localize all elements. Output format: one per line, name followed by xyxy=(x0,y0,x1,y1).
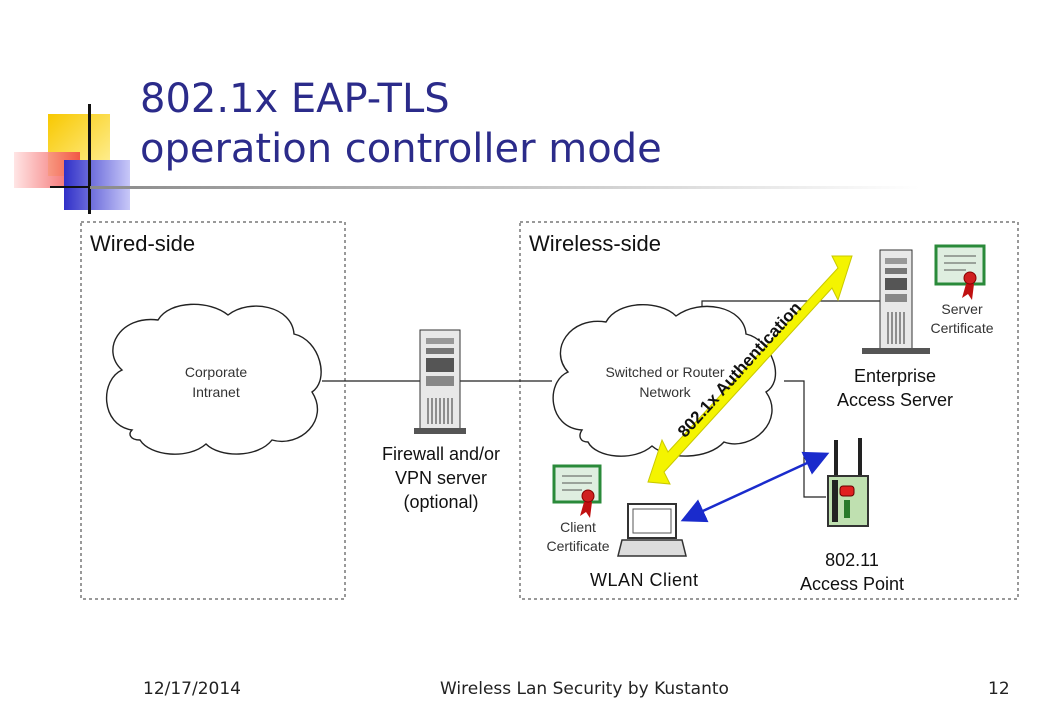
wireless-side-label: Wireless-side xyxy=(529,231,662,256)
access-point-icon xyxy=(827,438,869,527)
slide-title-line-1: 802.1x EAP-TLS xyxy=(140,76,450,122)
server-certificate-icon xyxy=(934,244,986,300)
enterprise-server-line-1: Enterprise xyxy=(853,366,937,386)
logo-blue-square xyxy=(64,160,130,210)
enterprise-server-icon xyxy=(862,249,930,354)
footer-title: Wireless Lan Security by Kustanto xyxy=(440,679,729,699)
access-point-line-2: Access Point xyxy=(799,574,905,594)
wireless-link-arrow xyxy=(680,451,830,523)
switched-network-cloud xyxy=(552,304,777,457)
corporate-intranet-line-1: Corporate xyxy=(184,364,248,380)
logo-vertical-line xyxy=(88,104,91,214)
footer-date: 12/17/2014 xyxy=(143,679,241,699)
firewall-label: Firewall and/or VPN server (optional) xyxy=(366,442,516,514)
access-point-line-1: 802.11 xyxy=(825,550,879,570)
wired-side-box xyxy=(80,221,346,600)
title-underline xyxy=(90,186,920,189)
authentication-arrow xyxy=(647,255,853,485)
server-certificate-line-2: Certificate xyxy=(930,320,994,336)
wlan-client-label: WLAN Client xyxy=(590,570,699,590)
corporate-intranet-cloud xyxy=(105,303,322,455)
switched-network-line-2: Network xyxy=(639,384,691,400)
firewall-line-1: Firewall and/or xyxy=(381,444,501,464)
laptop-icon xyxy=(617,503,687,557)
firewall-line-2: VPN server xyxy=(394,468,488,488)
server-certificate-label: Server Certificate xyxy=(922,300,1002,338)
wireless-side-box xyxy=(519,221,1019,600)
server-certificate-line-1: Server xyxy=(941,301,983,317)
switched-network-line-1: Switched or Router xyxy=(605,364,725,380)
enterprise-server-line-2: Access Server xyxy=(836,390,954,410)
switched-network-label: Switched or Router Network xyxy=(590,362,740,402)
footer-page-number: 12 xyxy=(988,679,1010,699)
client-certificate-icon xyxy=(552,464,602,518)
wired-side-label: Wired-side xyxy=(90,231,196,256)
access-point-label: 802.11 Access Point xyxy=(782,548,922,596)
enterprise-server-label: Enterprise Access Server xyxy=(820,364,970,412)
slide-title-line-2: operation controller mode xyxy=(140,126,662,172)
corporate-intranet-line-2: Intranet xyxy=(192,384,240,400)
corporate-intranet-label: Corporate Intranet xyxy=(166,362,266,402)
firewall-line-3: (optional) xyxy=(403,492,479,512)
client-certificate-label: Client Certificate xyxy=(538,518,618,556)
firewall-server-icon xyxy=(414,329,466,434)
client-certificate-line-2: Certificate xyxy=(546,538,610,554)
client-certificate-line-1: Client xyxy=(560,519,596,535)
